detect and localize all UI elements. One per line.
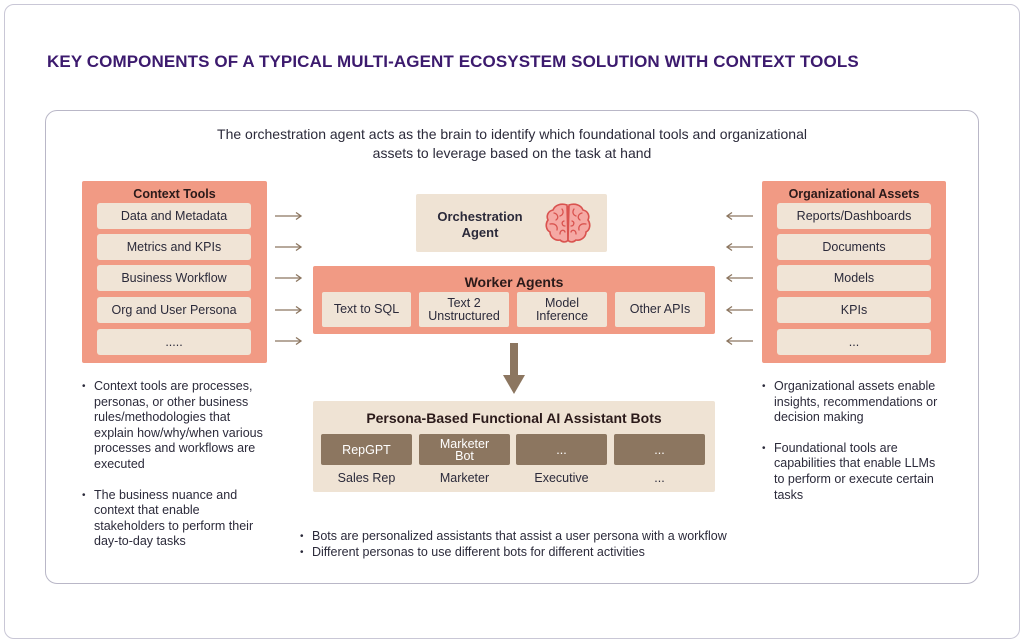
persona-bots-title: Persona-Based Functional AI Assistant Bo…	[366, 410, 662, 426]
worker-agent-item: Text to SQL	[322, 292, 411, 327]
context-tool-item: Data and Metadata	[97, 203, 251, 229]
context-tool-item: Metrics and KPIs	[97, 234, 251, 260]
context-tools-notes: Context tools are processes, personas, o…	[82, 379, 272, 565]
worker-agent-item: Text 2 Unstructured	[419, 292, 509, 327]
left-arrow-icon	[725, 210, 753, 222]
orchestration-agent-box: Orchestration Agent	[416, 194, 607, 252]
persona-bots-box: Persona-Based Functional AI Assistant Bo…	[313, 401, 715, 492]
bot-button: ...	[516, 434, 607, 465]
org-asset-item: Documents	[777, 234, 931, 260]
intro-text: The orchestration agent acts as the brai…	[217, 126, 807, 161]
note-item: Organizational assets enable insights, r…	[762, 379, 942, 426]
left-arrow-icon	[725, 241, 753, 253]
org-asset-item: KPIs	[777, 297, 931, 323]
worker-agent-item: Other APIs	[615, 292, 705, 327]
note-item: Bots are personalized assistants that as…	[300, 529, 760, 545]
down-arrow-icon	[503, 343, 525, 395]
right-arrow-icon	[275, 272, 303, 284]
org-asset-item: Models	[777, 265, 931, 291]
context-tools-panel: Context Tools Data and Metadata Metrics …	[82, 181, 267, 363]
note-item: Different personas to use different bots…	[300, 545, 760, 561]
context-tool-item: Org and User Persona	[97, 297, 251, 323]
worker-agent-item: Model Inference	[517, 292, 607, 327]
bot-persona-label: Marketer	[439, 471, 490, 485]
org-assets-notes: Organizational assets enable insights, r…	[762, 379, 942, 518]
bot-persona-label: Sales Rep	[337, 471, 396, 485]
right-arrow-icon	[275, 304, 303, 316]
context-tool-item: .....	[97, 329, 251, 355]
page-title: KEY COMPONENTS OF A TYPICAL MULTI-AGENT …	[47, 52, 859, 71]
bots-notes: Bots are personalized assistants that as…	[300, 529, 760, 560]
brain-icon	[545, 201, 591, 245]
note-item: The business nuance and context that ena…	[82, 488, 272, 550]
bot-button: ...	[614, 434, 705, 465]
note-item: Foundational tools are capabilities that…	[762, 441, 942, 503]
context-tools-title: Context Tools	[133, 187, 216, 201]
worker-agents-title: Worker Agents	[464, 274, 564, 290]
context-tool-item: Business Workflow	[97, 265, 251, 291]
org-assets-panel: Organizational Assets Reports/Dashboards…	[762, 181, 946, 363]
right-arrow-icon	[275, 335, 303, 347]
right-arrow-icon	[275, 241, 303, 253]
org-assets-title: Organizational Assets	[788, 187, 920, 201]
left-arrow-icon	[725, 272, 753, 284]
bot-persona-label: ...	[654, 471, 665, 485]
right-arrow-icon	[275, 210, 303, 222]
bot-button: Marketer Bot	[419, 434, 510, 465]
bot-button: RepGPT	[321, 434, 412, 465]
bot-persona-label: Executive	[534, 471, 589, 485]
left-arrow-icon	[725, 304, 753, 316]
org-asset-item: ...	[777, 329, 931, 355]
worker-agents-box: Worker Agents Text to SQL Text 2 Unstruc…	[313, 266, 715, 334]
org-asset-item: Reports/Dashboards	[777, 203, 931, 229]
note-item: Context tools are processes, personas, o…	[82, 379, 272, 473]
left-arrow-icon	[725, 335, 753, 347]
orchestration-agent-label: Orchestration Agent	[437, 209, 523, 240]
